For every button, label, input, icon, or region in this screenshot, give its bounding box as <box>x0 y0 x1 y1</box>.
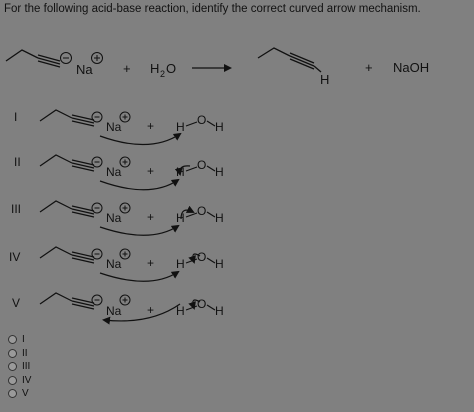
positive-charge-icon <box>119 202 131 214</box>
plus-sign: + <box>147 303 154 317</box>
answer-options: I II III IV V <box>8 333 31 401</box>
sodium-label: Na <box>76 62 93 77</box>
hydrogen-left: H <box>176 257 185 271</box>
mechanism-label: III <box>11 202 21 216</box>
bond-curved-arrow <box>174 165 191 176</box>
oh-bond <box>185 166 198 172</box>
oxygen: O <box>197 297 206 311</box>
hydrogen-right: H <box>215 257 224 271</box>
radio-button[interactable] <box>8 375 17 385</box>
alkyne-product-structure <box>257 47 322 73</box>
hydrogen-right: H <box>215 211 224 225</box>
sodium-label: Na <box>106 120 122 134</box>
negative-charge-icon <box>91 202 103 214</box>
hydrogen-right: H <box>215 304 224 318</box>
option-label: IV <box>22 374 32 386</box>
water-o: O <box>166 61 176 76</box>
oh-bond <box>185 258 198 264</box>
acetylide-structure <box>39 200 95 218</box>
acetylide-structure <box>39 246 95 264</box>
plus-sign: + <box>147 119 154 133</box>
negative-charge-icon <box>91 248 103 260</box>
curved-arrow <box>102 303 181 325</box>
option-label: II <box>22 347 28 359</box>
option-label: V <box>22 388 29 400</box>
option-V[interactable]: V <box>8 387 31 401</box>
acetylide-structure <box>5 49 61 68</box>
negative-charge-icon <box>91 156 103 168</box>
option-label: I <box>22 334 25 346</box>
oxygen: O <box>197 113 206 127</box>
hydrogen-left: H <box>176 304 185 318</box>
question-text: For the following acid-base reaction, id… <box>4 3 421 15</box>
negative-charge-icon <box>91 111 103 123</box>
plus-sign: + <box>147 210 154 224</box>
radio-button[interactable] <box>8 348 17 358</box>
positive-charge-icon <box>119 248 131 260</box>
oxygen: O <box>197 204 206 218</box>
acetylide-structure <box>39 154 95 172</box>
water-subscript: 2 <box>160 69 165 79</box>
oh-bond <box>185 121 198 127</box>
water-h: H <box>150 61 159 76</box>
option-IV[interactable]: IV <box>8 374 31 388</box>
hydrogen-right: H <box>215 165 224 179</box>
curved-arrow <box>99 224 180 236</box>
positive-charge-icon <box>119 156 131 168</box>
plus-sign: + <box>147 256 154 270</box>
oh-bond-2 <box>206 165 216 172</box>
sodium-hydroxide-label: NaOH <box>393 60 429 75</box>
mechanism-label: IV <box>9 250 20 264</box>
radio-button[interactable] <box>8 335 17 345</box>
hydrogen-right: H <box>215 120 224 134</box>
hydrogen-left: H <box>176 211 185 225</box>
mechanism-III: III Na + H O H <box>11 200 224 236</box>
plus-sign-2: + <box>365 60 373 75</box>
sodium-label: Na <box>106 165 122 179</box>
option-label: III <box>22 361 31 373</box>
bond-curved-arrow <box>188 253 201 264</box>
sodium-label: Na <box>106 257 122 271</box>
option-I[interactable]: I <box>8 333 31 347</box>
oxygen: O <box>197 250 206 264</box>
mechanism-IV: IV Na + H O H <box>9 246 224 282</box>
product-h-label: H <box>320 72 329 87</box>
bond-curved-arrow <box>188 299 201 310</box>
top-reaction: Na + H 2 O H + NaOH <box>5 47 429 87</box>
mechanism-label: V <box>12 296 20 310</box>
positive-charge-icon <box>119 294 131 306</box>
mechanism-label: I <box>14 110 17 124</box>
sodium-label: Na <box>106 304 122 318</box>
mechanism-I: I Na + H O H <box>14 109 224 146</box>
oxygen: O <box>197 158 206 172</box>
positive-charge-icon <box>91 52 103 64</box>
oh-bond-2 <box>206 304 216 311</box>
mechanism-II: II Na + H O H <box>14 154 224 191</box>
option-III[interactable]: III <box>8 360 31 374</box>
curved-arrow <box>99 270 180 282</box>
oh-bond <box>185 212 198 218</box>
plus-sign: + <box>123 61 131 76</box>
positive-charge-icon <box>119 111 131 123</box>
negative-charge-icon <box>91 294 103 306</box>
oh-bond-2 <box>206 257 216 264</box>
mechanism-label: II <box>14 155 21 169</box>
mechanism-V: V Na + H O H <box>12 292 224 325</box>
acetylide-structure <box>39 109 95 127</box>
negative-charge-icon <box>60 52 72 64</box>
curved-arrow <box>99 178 180 191</box>
option-II[interactable]: II <box>8 347 31 361</box>
bond-curved-arrow <box>180 205 195 220</box>
radio-button[interactable] <box>8 389 17 399</box>
oh-bond <box>185 305 198 311</box>
oh-bond-2 <box>206 120 216 127</box>
curved-arrow <box>99 132 182 146</box>
sodium-label: Na <box>106 211 122 225</box>
hydrogen-left: H <box>176 120 185 134</box>
oh-bond-2 <box>206 211 216 218</box>
radio-button[interactable] <box>8 362 17 372</box>
plus-sign: + <box>147 164 154 178</box>
acetylide-structure <box>39 292 95 310</box>
